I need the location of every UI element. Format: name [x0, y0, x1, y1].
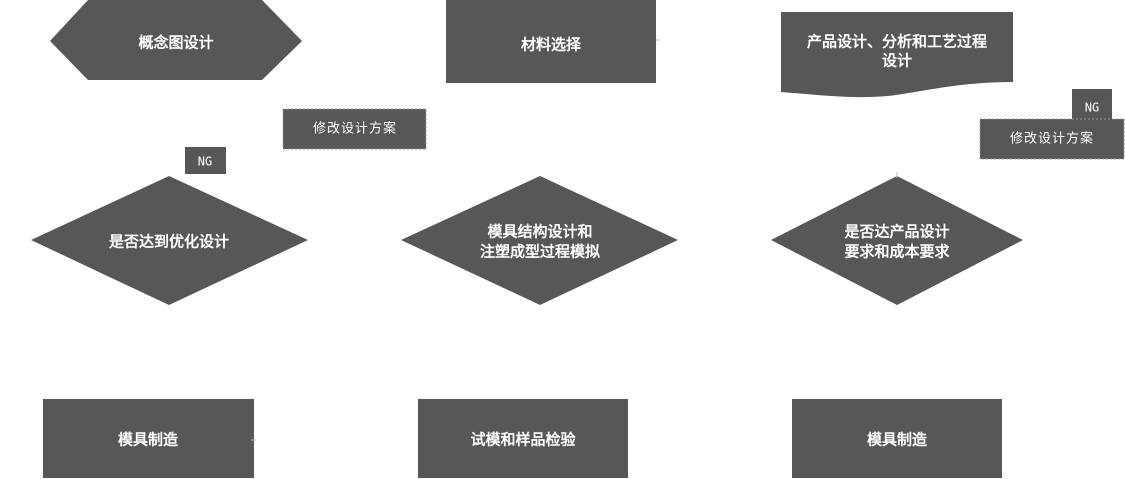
ng-badge-right: NG	[1072, 89, 1112, 120]
mold-manufacturing-node-left: 模具制造	[43, 399, 256, 478]
mold-structure-label-line2: 注塑成型过程模拟	[480, 243, 600, 261]
ng-badge-right-label: NG	[1085, 101, 1099, 115]
optimized-design-decision-label: 是否达到优化设计	[108, 233, 229, 251]
mold-structure-label-line1: 模具结构设计和	[487, 223, 592, 241]
mold-manufacturing-label-right: 模具制造	[867, 431, 927, 449]
product-design-node: 产品设计、分析和工艺过程 设计	[781, 12, 1013, 98]
requirement-cost-label-line2: 要求和成本要求	[844, 243, 950, 261]
product-design-label-line1: 产品设计、分析和工艺过程	[807, 33, 987, 51]
modify-plan-note-right-label: 修改设计方案	[1010, 131, 1094, 147]
trial-mold-inspection-label: 试模和样品检验	[470, 431, 576, 449]
mold-manufacturing-node-right: 模具制造	[792, 399, 1002, 478]
modify-plan-note-left-label: 修改设计方案	[313, 121, 397, 137]
concept-design-label: 概念图设计	[138, 34, 213, 52]
product-design-label-line2: 设计	[882, 52, 912, 70]
mold-structure-node: 模具结构设计和 注塑成型过程模拟	[401, 176, 678, 305]
material-selection-label: 材料选择	[521, 36, 582, 54]
optimized-design-decision: 是否达到优化设计	[31, 176, 308, 305]
modify-plan-note-left: 修改设计方案	[282, 108, 427, 150]
mold-manufacturing-label-left: 模具制造	[118, 431, 178, 449]
modify-plan-note-right: 修改设计方案	[979, 118, 1125, 160]
ng-badge-left: NG	[185, 147, 226, 174]
concept-design-node: 概念图设计	[50, 0, 302, 80]
ng-badge-left-label: NG	[198, 155, 212, 169]
trial-mold-inspection-node: 试模和样品检验	[418, 399, 628, 478]
requirement-cost-label-line1: 是否达产品设计	[843, 223, 949, 241]
requirement-cost-decision: 是否达产品设计 要求和成本要求	[771, 172, 1023, 305]
material-selection-node: 材料选择	[446, 0, 660, 83]
